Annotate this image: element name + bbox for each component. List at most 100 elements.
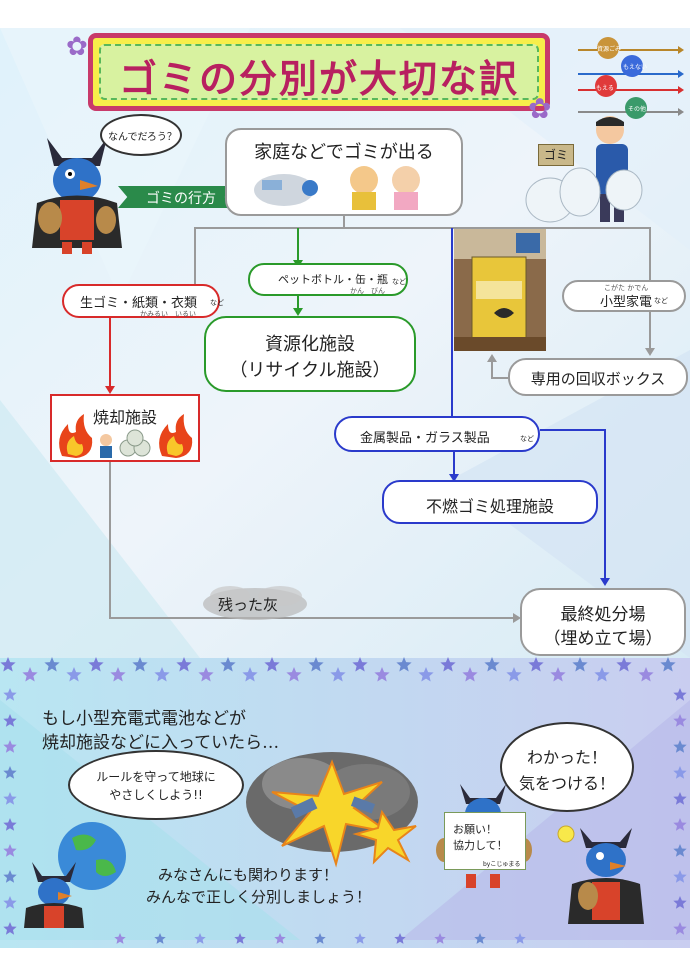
person-with-trash-bags (525, 116, 643, 223)
star-decoration (673, 688, 687, 701)
star-decoration (440, 657, 456, 672)
star-decoration (264, 657, 280, 672)
sign-author: byこじゅまる (483, 861, 521, 868)
star-decoration (673, 896, 687, 909)
recyclable-waste-ruby: かん びん (350, 287, 385, 295)
star-decoration (242, 667, 258, 682)
small-appliance-suffix: など (654, 297, 668, 305)
metal-glass-label: 金属製品・ガラス製品 (360, 431, 490, 446)
star-decoration (616, 657, 632, 672)
landfill-line2: （埋め立て場） (543, 629, 663, 649)
collection-box-label: 専用の回収ボックス (530, 370, 666, 388)
star-decoration (154, 933, 166, 944)
star-decoration (374, 667, 390, 682)
please-help-sign: お願い！ 協力して！ byこじゅまる (444, 812, 526, 870)
legend-label-burnable: もえる (596, 85, 614, 92)
burnable-waste-ruby: かみるい いるい (140, 310, 196, 318)
collection-box-label-box: 専用の回収ボックス (508, 358, 688, 396)
warning-line2: 焼却施設などに入っていたら… (42, 733, 280, 753)
star-decoration (3, 844, 17, 857)
star-decoration (274, 933, 286, 944)
earth-with-mascot (24, 822, 126, 928)
star-decoration (673, 740, 687, 753)
landfill-box: 最終処分場 （埋め立て場） (520, 588, 686, 656)
star-decoration (314, 933, 326, 944)
star-decoration (198, 667, 214, 682)
thought-text: なんでだろう？ (108, 132, 177, 143)
star-decoration (434, 933, 446, 944)
star-decoration (418, 667, 434, 682)
star-decoration (673, 818, 687, 831)
star-decoration (88, 657, 104, 672)
star-decoration (638, 667, 654, 682)
sign-line2: 協力して！ (453, 839, 508, 852)
metal-glass-box: 金属製品・ガラス製品 など (334, 416, 540, 452)
star-decoration (572, 657, 588, 672)
collection-box-photo (454, 229, 546, 351)
legend-label-recyclable: 資源ごみ (597, 46, 622, 53)
star-decoration (22, 667, 38, 682)
star-decoration (550, 667, 566, 682)
recyclable-waste-label: ペットボトル・缶・瓶 (278, 273, 388, 286)
burnable-waste-suffix: など (210, 299, 224, 307)
small-appliance-box: こがた かでん 小型家電 など (562, 280, 686, 312)
nonburnable-facility-label: 不燃ゴミ処理施設 (425, 497, 554, 516)
small-appliance-label: 小型家電 (600, 295, 653, 310)
closing-line1: みなさんにも関わります！ (158, 866, 339, 884)
star-decoration (3, 792, 17, 805)
closing-line2: みんなで正しく分別しましょう！ (146, 888, 372, 906)
star-decoration (474, 933, 486, 944)
star-decoration (114, 933, 126, 944)
star-decoration (673, 714, 687, 727)
warning-line1: もし小型充電式電池などが (42, 709, 246, 729)
mascot-character (32, 138, 122, 254)
star-decoration (484, 657, 500, 672)
star-decoration (3, 688, 17, 701)
mascot-with-lightbulb (557, 825, 644, 924)
trash-illustration (254, 166, 420, 210)
star-decoration (352, 657, 368, 672)
star-decoration (462, 667, 478, 682)
recyclable-waste-suffix: など (392, 278, 406, 286)
earth-speech-bubble: ルールを守って地球に やさしくしよう!! (68, 750, 244, 820)
legend-label-nonburnable: もえない (623, 64, 648, 71)
star-decoration (3, 714, 17, 727)
star-decoration (514, 933, 526, 944)
star-decoration (673, 870, 687, 883)
star-decoration (528, 657, 544, 672)
right-bubble-line1: わかった！ (526, 748, 607, 767)
star-decoration (330, 667, 346, 682)
title-banner: ゴミの分別が大切な訳 (88, 33, 550, 111)
star-decoration (234, 933, 246, 944)
star-decoration (673, 922, 687, 935)
ticket-label: ゴミの行方 (118, 186, 234, 208)
star-decoration (176, 657, 192, 672)
star-border (0, 657, 687, 944)
star-decoration (673, 792, 687, 805)
star-decoration (3, 870, 17, 883)
earth-bubble-line2: やさしくしよう!! (109, 788, 203, 802)
star-decoration (3, 896, 17, 909)
star-decoration (3, 740, 17, 753)
star-decoration (286, 667, 302, 682)
legend-label-other: その他 (628, 106, 647, 113)
star-decoration (354, 933, 366, 944)
flower-icon: ✿ (66, 32, 88, 62)
recyclable-waste-box: ペットボトル・缶・瓶 かん びん など (248, 263, 408, 296)
page-title: ゴミの分別が大切な訳 (118, 57, 519, 101)
star-decoration (396, 657, 412, 672)
star-decoration (506, 667, 522, 682)
star-decoration (308, 657, 324, 672)
sorting-legend (578, 37, 684, 119)
star-decoration (3, 766, 17, 779)
ash-cloud (203, 586, 307, 620)
star-decoration (110, 667, 126, 682)
thought-bubble: なんでだろう？ (100, 114, 182, 156)
star-decoration (220, 657, 236, 672)
burnable-waste-box: 生ゴミ・紙類・衣類 かみるい いるい など (62, 284, 224, 318)
star-decoration (594, 667, 610, 682)
star-decoration (0, 657, 16, 672)
ash-label: 残った灰 (218, 596, 279, 614)
star-decoration (3, 922, 17, 935)
star-decoration (66, 667, 82, 682)
